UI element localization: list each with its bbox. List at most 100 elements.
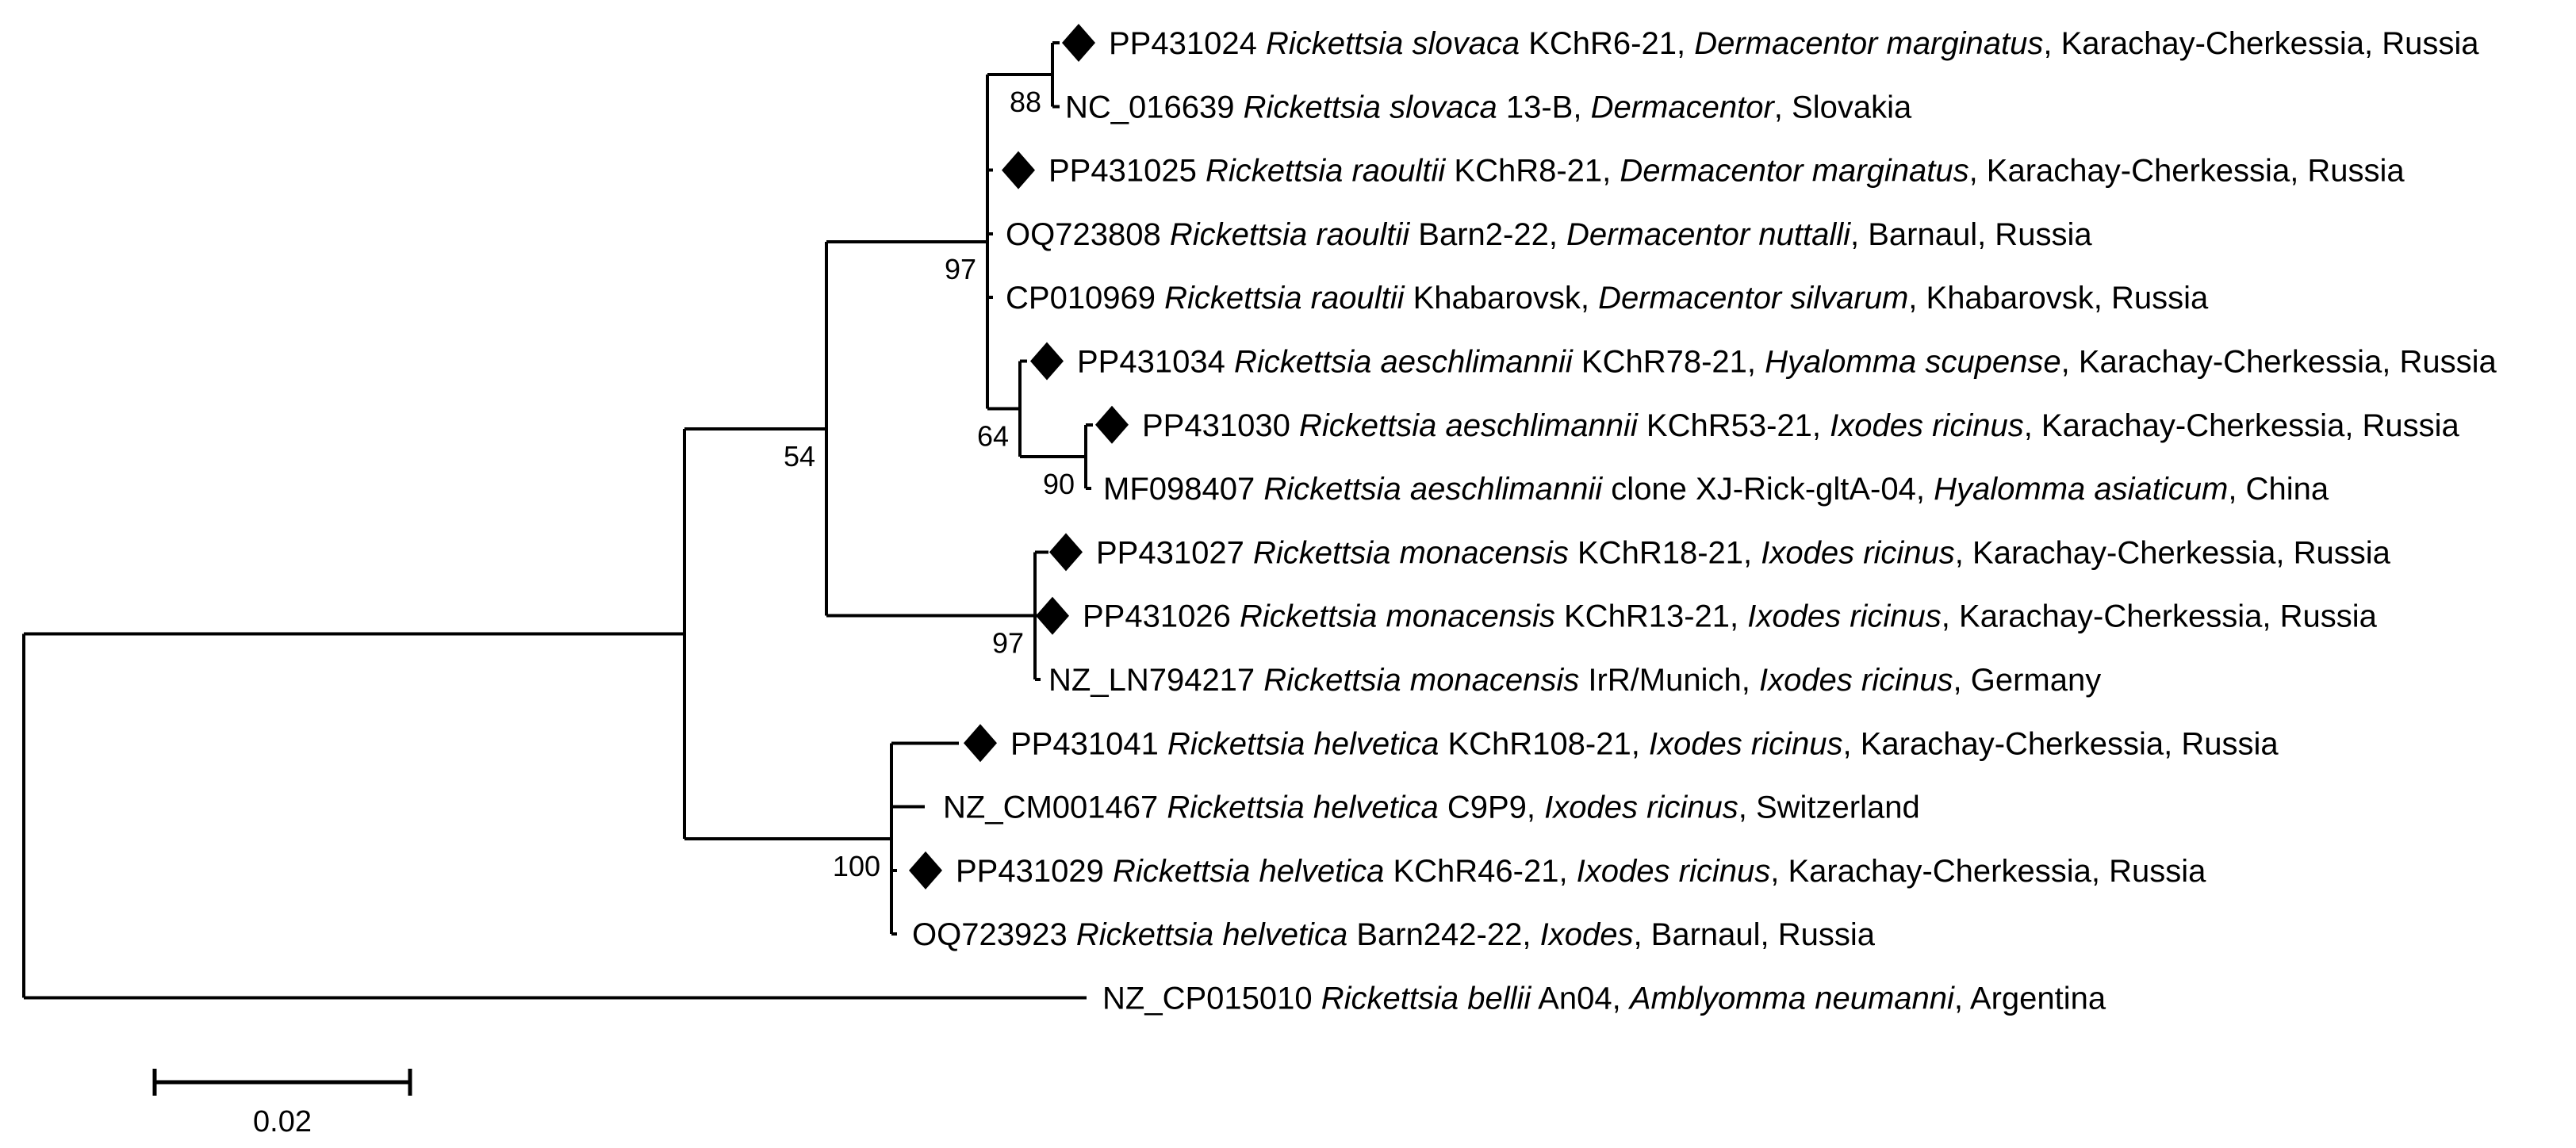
taxon-label-segment: KChR46-21, bbox=[1384, 854, 1576, 889]
taxon-label-segment: , Switzerland bbox=[1738, 790, 1920, 825]
new-isolate-diamond-icon bbox=[909, 851, 942, 890]
tree-branches bbox=[22, 41, 1093, 1000]
taxon-label-italic-segment: Rickettsia aeschlimannii bbox=[1234, 345, 1574, 380]
taxon-label-segment: CP010969 bbox=[1006, 281, 1164, 316]
taxon-label-italic-segment: Amblyomma neumanni bbox=[1628, 982, 1955, 1016]
taxon-label: PP431024 Rickettsia slovaca KChR6-21, De… bbox=[1109, 26, 2479, 61]
taxon-label-segment: PP431025 bbox=[1048, 154, 1206, 189]
taxon-label-segment: PP431030 bbox=[1142, 408, 1299, 443]
taxon-label-segment: Khabarovsk, bbox=[1404, 281, 1598, 316]
taxon-label: PP431029 Rickettsia helvetica KChR46-21,… bbox=[956, 854, 2206, 889]
taxon-label-italic-segment: Dermacentor silvarum bbox=[1598, 281, 1908, 316]
taxon-label-italic-segment: Rickettsia helvetica bbox=[1167, 790, 1438, 825]
taxon-label-segment: , Karachay-Cherkessia, Russia bbox=[1842, 726, 2279, 761]
taxon-label: CP010969 Rickettsia raoultii Khabarovsk,… bbox=[1006, 281, 2209, 316]
taxon-label-segment: , Germany bbox=[1953, 663, 2102, 698]
taxon-label-segment: , Karachay-Cherkessia, Russia bbox=[1955, 535, 2391, 570]
taxon-label-italic-segment: Dermacentor marginatus bbox=[1620, 154, 1968, 189]
taxon-label-italic-segment: Ixodes ricinus bbox=[1649, 726, 1843, 761]
taxon-label-segment: , Barnaul, Russia bbox=[1850, 217, 2092, 252]
taxon-label-italic-segment: Rickettsia raoultii bbox=[1164, 281, 1405, 316]
taxon-label-segment: , Karachay-Cherkessia, Russia bbox=[2024, 408, 2460, 443]
taxon-label-italic-segment: Rickettsia monacensis bbox=[1240, 599, 1555, 634]
taxon-label-italic-segment: Ixodes ricinus bbox=[1761, 535, 1955, 570]
bootstrap-value: 54 bbox=[784, 440, 815, 473]
taxon-label-segment: KChR6-21, bbox=[1520, 26, 1694, 61]
taxon-label-segment: C9P9, bbox=[1439, 790, 1544, 825]
taxon-label-segment: 13-B, bbox=[1497, 90, 1591, 124]
bootstrap-value: 88 bbox=[1010, 86, 1041, 118]
taxon-label: MF098407 Rickettsia aeschlimannii clone … bbox=[1103, 472, 2329, 507]
taxon-label: OQ723808 Rickettsia raoultii Barn2-22, D… bbox=[1006, 217, 2092, 252]
new-isolate-diamond-icon bbox=[1062, 24, 1095, 62]
taxon-label-italic-segment: Rickettsia monacensis bbox=[1263, 663, 1579, 698]
taxon-labels: PP431024 Rickettsia slovaca KChR6-21, De… bbox=[909, 24, 2497, 1016]
taxon-label-italic-segment: Rickettsia raoultii bbox=[1206, 154, 1446, 189]
taxon-label-segment: , Slovakia bbox=[1774, 90, 1912, 124]
taxon-label-italic-segment: Hyalomma scupense bbox=[1765, 345, 2061, 380]
taxon-label-italic-segment: Ixodes ricinus bbox=[1747, 599, 1942, 634]
new-isolate-diamond-icon bbox=[964, 724, 997, 763]
taxon-label-segment: , Karachay-Cherkessia, Russia bbox=[2043, 26, 2479, 61]
taxon-label: NC_016639 Rickettsia slovaca 13-B, Derma… bbox=[1065, 90, 1912, 124]
taxon-label-segment: , Karachay-Cherkessia, Russia bbox=[1942, 599, 2378, 634]
new-isolate-diamond-icon bbox=[1036, 596, 1069, 635]
bootstrap-value: 64 bbox=[977, 420, 1009, 453]
taxon-label-italic-segment: Hyalomma asiaticum bbox=[1934, 472, 2228, 507]
taxon-label-segment: , Karachay-Cherkessia, Russia bbox=[1770, 854, 2206, 889]
taxon-label-segment: KChR108-21, bbox=[1439, 726, 1649, 761]
taxon-label: NZ_CP015010 Rickettsia bellii An04, Ambl… bbox=[1102, 982, 2106, 1016]
taxon-label: PP431030 Rickettsia aeschlimannii KChR53… bbox=[1142, 408, 2460, 443]
taxon-label-segment: KChR13-21, bbox=[1555, 599, 1747, 634]
taxon-label-segment: PP431026 bbox=[1083, 599, 1240, 634]
taxon-label: PP431027 Rickettsia monacensis KChR18-21… bbox=[1096, 535, 2391, 570]
taxon-label-italic-segment: Rickettsia monacensis bbox=[1253, 535, 1569, 570]
taxon-label-segment: NZ_CM001467 bbox=[943, 790, 1167, 825]
taxon-label-italic-segment: Dermacentor marginatus bbox=[1694, 26, 2043, 61]
taxon-label-segment: KChR78-21, bbox=[1573, 345, 1765, 380]
taxon-label-segment: IrR/Munich, bbox=[1579, 663, 1759, 698]
taxon-label-segment: PP431034 bbox=[1077, 345, 1234, 380]
taxon-label-italic-segment: Rickettsia raoultii bbox=[1170, 217, 1410, 252]
taxon-label-italic-segment: Ixodes bbox=[1540, 917, 1634, 952]
taxon-label: NZ_LN794217 Rickettsia monacensis IrR/Mu… bbox=[1048, 663, 2101, 698]
taxon-label-segment: PP431029 bbox=[956, 854, 1113, 889]
taxon-label-italic-segment: Ixodes ricinus bbox=[1577, 854, 1771, 889]
taxon-label-segment: OQ723923 bbox=[912, 917, 1076, 952]
taxon-label-segment: KChR53-21, bbox=[1638, 408, 1830, 443]
bootstrap-value: 90 bbox=[1043, 468, 1075, 500]
taxon-label-segment: PP431041 bbox=[1010, 726, 1167, 761]
taxon-label-segment: An04, bbox=[1531, 982, 1630, 1016]
taxon-label-italic-segment: Ixodes ricinus bbox=[1830, 408, 2024, 443]
taxon-label-segment: , Karachay-Cherkessia, Russia bbox=[2061, 345, 2497, 380]
taxon-label-italic-segment: Rickettsia helvetica bbox=[1076, 917, 1347, 952]
taxon-label-italic-segment: Rickettsia bellii bbox=[1321, 982, 1532, 1016]
taxon-label-segment: OQ723808 bbox=[1006, 217, 1170, 252]
taxon-label-segment: Barn242-22, bbox=[1347, 917, 1539, 952]
taxon-label-segment: , Karachay-Cherkessia, Russia bbox=[1969, 154, 2405, 189]
taxon-label-italic-segment: Rickettsia aeschlimannii bbox=[1299, 408, 1639, 443]
taxon-label-segment: PP431027 bbox=[1096, 535, 1253, 570]
taxon-label-italic-segment: Rickettsia helvetica bbox=[1113, 854, 1384, 889]
taxon-label-segment: PP431024 bbox=[1109, 26, 1266, 61]
new-isolate-diamond-icon bbox=[1095, 405, 1129, 444]
new-isolate-diamond-icon bbox=[1049, 533, 1083, 572]
taxon-label-segment: clone XJ-Rick-gltA-04, bbox=[1602, 472, 1934, 507]
taxon-label-segment: KChR8-21, bbox=[1445, 154, 1620, 189]
taxon-label-segment: Barn2-22, bbox=[1409, 217, 1566, 252]
taxon-label-segment: KChR18-21, bbox=[1569, 535, 1761, 570]
taxon-label-italic-segment: Rickettsia aeschlimannii bbox=[1263, 472, 1603, 507]
taxon-label: OQ723923 Rickettsia helvetica Barn242-22… bbox=[912, 917, 1876, 952]
taxon-label-segment: NZ_CP015010 bbox=[1102, 982, 1321, 1016]
taxon-label-segment: , China bbox=[2228, 472, 2329, 507]
bootstrap-value: 97 bbox=[992, 627, 1024, 660]
taxon-label-italic-segment: Rickettsia helvetica bbox=[1167, 726, 1439, 761]
bootstrap-value: 100 bbox=[833, 850, 880, 882]
taxon-label: PP431034 Rickettsia aeschlimannii KChR78… bbox=[1077, 345, 2497, 380]
taxon-label: PP431025 Rickettsia raoultii KChR8-21, D… bbox=[1048, 154, 2405, 189]
taxon-label-segment: MF098407 bbox=[1103, 472, 1263, 507]
scale-bar-label: 0.02 bbox=[253, 1105, 312, 1138]
taxon-label-segment: , Barnaul, Russia bbox=[1633, 917, 1875, 952]
